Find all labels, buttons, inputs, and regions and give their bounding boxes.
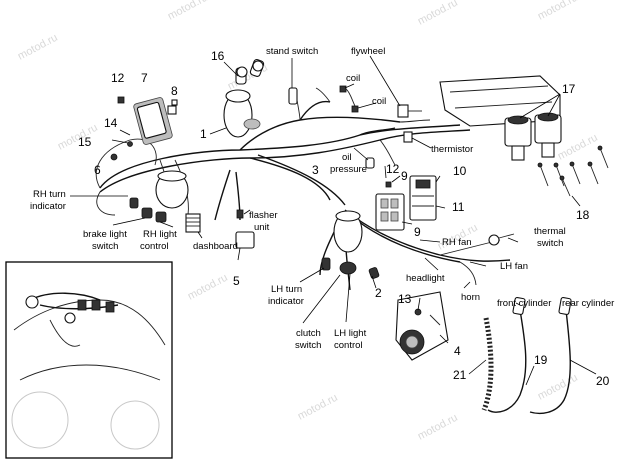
screw-12 <box>117 96 125 104</box>
coil-bolts <box>537 145 609 197</box>
label-oil-pressure-2: pressure <box>330 164 367 175</box>
callout-10: 10 <box>453 164 467 178</box>
voltage-regulator <box>133 97 173 145</box>
main-harness <box>95 87 511 291</box>
callout-14: 14 <box>104 116 118 130</box>
component-labels: stand switch flywheel coil coil thermist… <box>30 46 614 351</box>
watermark-text: motod.ru <box>416 0 460 28</box>
thermistor-connector <box>403 131 413 143</box>
label-rear-cylinder: rear cylinder <box>562 298 614 309</box>
flasher-unit <box>235 209 255 249</box>
connector-8 <box>167 99 178 115</box>
callout-17: 17 <box>562 82 576 96</box>
callout-20: 20 <box>596 374 610 388</box>
leader-lines <box>70 55 597 386</box>
callout-6: 6 <box>94 163 101 177</box>
label-oil-pressure-1: oil <box>342 152 352 163</box>
label-dashboard: dashboard <box>193 241 238 252</box>
label-stand-switch: stand switch <box>266 46 318 57</box>
label-flasher-1: flasher <box>249 210 278 221</box>
label-rh-turn-1: RH turn <box>33 189 66 200</box>
label-clutch-2: switch <box>295 340 321 351</box>
watermark-text: motod.ru <box>416 412 460 443</box>
label-coil-top: coil <box>346 73 360 84</box>
callout-21: 21 <box>453 368 467 382</box>
rh-switch-cluster <box>129 170 201 233</box>
callout-11: 11 <box>452 200 465 214</box>
callout-16: 16 <box>211 49 225 63</box>
label-flywheel: flywheel <box>351 46 385 57</box>
lh-switch-cluster <box>321 210 380 279</box>
watermark-text: motod.ru <box>186 272 230 303</box>
coil-connectors <box>339 85 359 113</box>
reference-numbers: 16 12 7 8 14 15 6 1 3 12 9 10 11 9 5 2 1… <box>78 49 610 388</box>
callout-2: 2 <box>375 286 382 300</box>
label-rh-turn-2: indicator <box>30 201 66 212</box>
callout-4: 4 <box>454 344 461 358</box>
label-horn: horn <box>461 292 480 303</box>
callout-5: 5 <box>233 274 240 288</box>
callout-3: 3 <box>312 163 319 177</box>
label-front-cylinder: front cylinder <box>497 298 551 309</box>
callout-12a: 12 <box>111 71 125 85</box>
label-rh-light-2: control <box>140 241 169 252</box>
callout-13: 13 <box>398 292 412 306</box>
label-lh-turn-1: LH turn <box>271 284 302 295</box>
watermark-text: motod.ru <box>536 372 580 403</box>
label-brake-light-2: switch <box>92 241 118 252</box>
callout-19: 19 <box>534 353 548 367</box>
callout-7: 7 <box>141 71 148 85</box>
stand-switch <box>288 87 298 105</box>
fuse-box <box>375 175 437 231</box>
inset-motorcycle-view <box>5 261 173 459</box>
watermark-text: motod.ru <box>296 392 340 423</box>
label-lh-light-2: control <box>334 340 363 351</box>
label-flasher-2: unit <box>254 222 270 233</box>
label-thermistor: thermistor <box>431 144 473 155</box>
watermark-text: motod.ru <box>166 0 210 23</box>
watermark-text: motod.ru <box>16 32 60 63</box>
watermark-text: motod.ru <box>536 0 580 23</box>
label-lh-fan: LH fan <box>500 261 528 272</box>
ignition-coils <box>439 75 562 161</box>
callout-18: 18 <box>576 208 590 222</box>
flywheel-connector <box>397 104 422 118</box>
label-clutch-1: clutch <box>296 328 321 339</box>
ignition-switch <box>223 59 265 138</box>
label-thermal-1: thermal <box>534 226 566 237</box>
ht-leads <box>481 297 572 415</box>
callout-9a: 9 <box>401 169 408 183</box>
callout-8: 8 <box>171 84 178 98</box>
callout-12b: 12 <box>386 162 400 176</box>
label-brake-light-1: brake light <box>83 229 127 240</box>
callout-15: 15 <box>78 135 92 149</box>
label-rh-fan: RH fan <box>442 237 472 248</box>
thermal-switch <box>488 233 515 246</box>
label-lh-light-1: LH light <box>334 328 367 339</box>
horn <box>395 291 449 361</box>
label-rh-light-1: RH light <box>143 229 177 240</box>
label-coil: coil <box>372 96 386 107</box>
callout-1: 1 <box>200 127 207 141</box>
label-lh-turn-2: indicator <box>268 296 304 307</box>
label-thermal-2: switch <box>537 238 563 249</box>
callout-9b: 9 <box>414 225 421 239</box>
oil-pressure-sender <box>365 157 375 169</box>
watermark-text: motod.ru <box>556 132 600 163</box>
label-headlight: headlight <box>406 273 445 284</box>
screws-14-15-6 <box>110 129 133 161</box>
